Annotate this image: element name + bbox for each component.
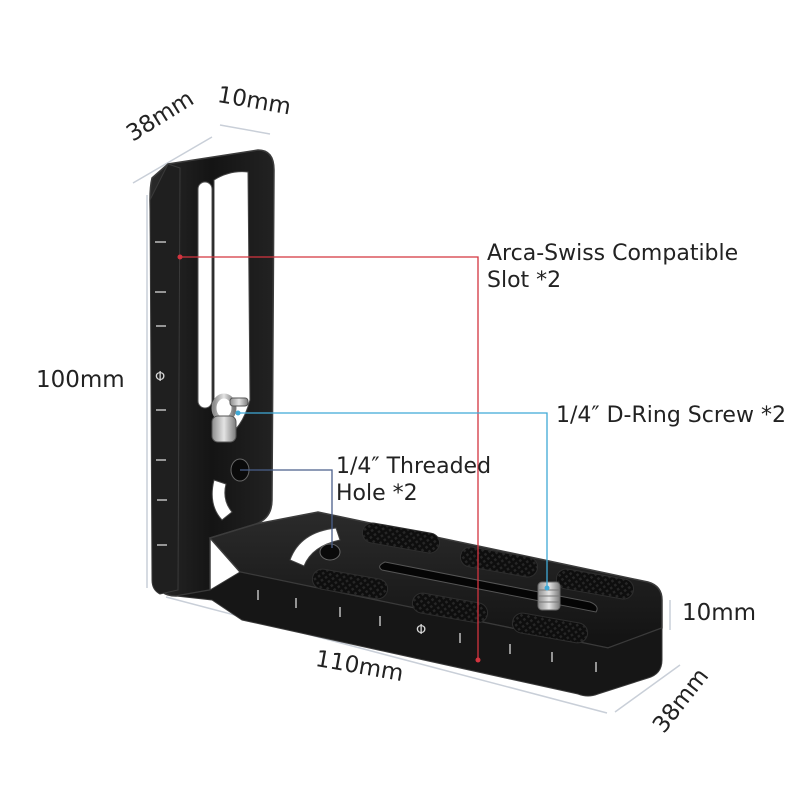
dring-callout-line (238, 412, 548, 588)
knurled-pads (311, 522, 635, 644)
callout-lines (177, 254, 550, 663)
knurled-pad (361, 522, 441, 554)
dim-top-depth-line (219, 124, 271, 135)
arca-callout-line (180, 256, 479, 660)
vertical-curved-slot (211, 479, 233, 521)
scale-ticks (155, 241, 597, 672)
arca-callout-dot (177, 254, 183, 260)
threaded-hole-label: 1/4″ Threaded Hole *2 (336, 453, 491, 507)
threaded-hole-label-line1: 1/4″ Threaded (336, 454, 492, 479)
dimension-base-thickness: 10mm (682, 600, 757, 626)
threaded-hole-label-line2: Hole *2 (336, 481, 418, 506)
d-ring-screw-vertical (211, 393, 249, 443)
knurled-pad (411, 592, 489, 624)
dim-base-width-line (614, 664, 681, 713)
dimension-height: 100mm (36, 367, 125, 393)
base-plate-front (175, 571, 663, 697)
vertical-side-face (149, 163, 181, 595)
dring-callout-dot (544, 585, 550, 591)
arca-callout-dot (475, 657, 481, 663)
knurled-pad (511, 612, 589, 644)
vertical-slot (197, 181, 213, 409)
arca-swiss-label-line2: Slot *2 (487, 268, 562, 293)
base-curved-slot (289, 527, 341, 567)
d-ring-screw-label: 1/4″ D-Ring Screw *2 (556, 403, 786, 428)
d-ring-screw-head (211, 415, 237, 443)
arca-swiss-label-line1: Arca-Swiss Compatible (487, 241, 739, 266)
knurled-pad (459, 546, 539, 578)
vertical-scale-symbol: Φ (155, 370, 165, 385)
knurled-pad (311, 568, 389, 600)
threaded-hole-base (319, 543, 341, 561)
knurled-pad (555, 568, 635, 600)
horizontal-scale-symbol: Φ (416, 623, 426, 638)
arca-swiss-label: Arca-Swiss Compatible Slot *2 (487, 240, 738, 294)
threaded-callout-line (240, 469, 333, 548)
d-ring-screw-base (537, 581, 561, 611)
d-ring-lever (229, 397, 249, 407)
dim-top-width-line (132, 136, 213, 184)
dring-callout-dot (235, 410, 241, 416)
